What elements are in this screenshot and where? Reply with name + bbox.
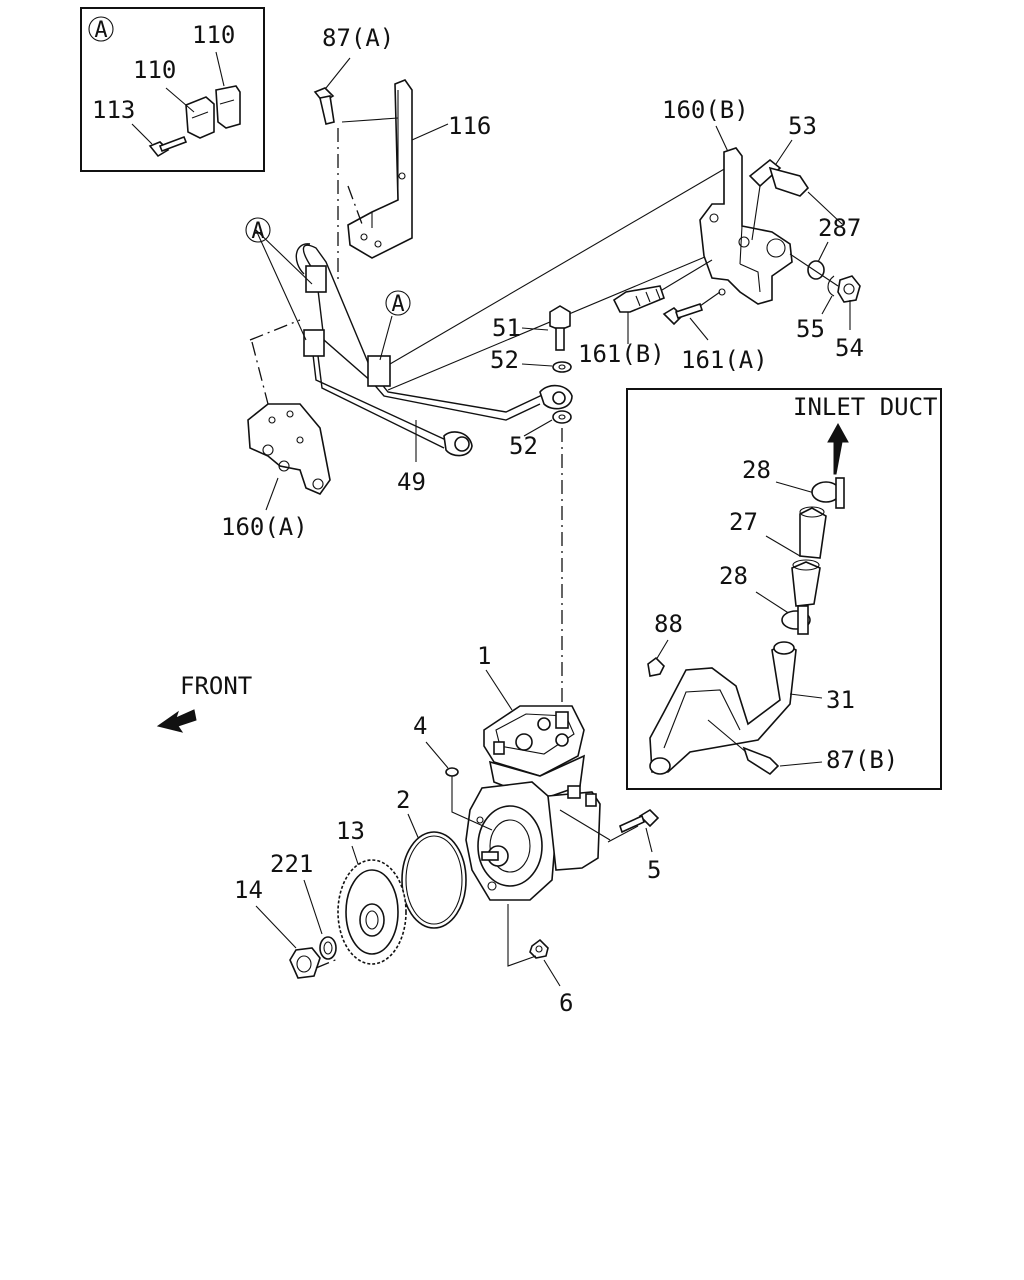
label-110-top: 110: [192, 21, 235, 49]
label-6: 6: [559, 989, 573, 1017]
label-14: 14: [234, 876, 263, 904]
air-compressor-1: 1: [465, 642, 601, 901]
label-221: 221: [270, 850, 313, 878]
label-13: 13: [336, 817, 365, 845]
label-87a: 87(A): [322, 24, 394, 52]
label-53: 53: [788, 112, 817, 140]
pipe-49: 49 A A: [245, 167, 727, 496]
label-160b: 160(B): [662, 96, 749, 124]
label-1: 1: [477, 642, 491, 670]
bracket-160a: 160(A): [221, 341, 331, 541]
label-4: 4: [413, 712, 427, 740]
arrow-up-icon: [827, 422, 849, 475]
label-55: 55: [796, 315, 825, 343]
label-28-top: 28: [742, 456, 771, 484]
label-51: 51: [492, 314, 521, 342]
clamp-110-illustration: [165, 51, 241, 139]
label-5: 5: [647, 856, 661, 884]
label-52-bottom: 52: [509, 432, 538, 460]
label-161a: 161(A): [681, 346, 768, 374]
detail-box-a: A 110 110 113: [80, 7, 265, 172]
label-160a: 160(A): [221, 513, 308, 541]
inlet-duct-box: INLET DUCT 28 27 28 88 31 87(B): [626, 388, 942, 790]
label-49: 49: [397, 468, 426, 496]
bolt-5-nut-6: 5 6: [507, 808, 661, 1017]
bracket-160b: 160(B) 53 287 55 54: [662, 96, 864, 362]
front-arrow-icon: [156, 709, 197, 733]
bolts-161: 161(B) 161(A): [578, 259, 768, 374]
label-54: 54: [835, 334, 864, 362]
label-113: 113: [92, 96, 135, 124]
label-2: 2: [396, 786, 410, 814]
label-110-left: 110: [133, 56, 176, 84]
label-161b: 161(B): [578, 340, 665, 368]
label-116: 116: [448, 112, 491, 140]
detail-box-callout: A: [94, 18, 107, 43]
label-27: 27: [729, 508, 758, 536]
label-31: 31: [826, 686, 855, 714]
label-87b: 87(B): [826, 746, 898, 774]
callout-a-mid: A: [391, 292, 404, 317]
bolt-113-illustration: [131, 123, 188, 158]
label-287: 287: [818, 214, 861, 242]
bolt-51-washers-52: 51 52 52: [490, 305, 572, 712]
inlet-duct-title: INLET DUCT: [793, 393, 938, 421]
label-28-mid: 28: [719, 562, 748, 590]
front-label: FRONT: [180, 672, 252, 700]
callout-a-left: A: [251, 219, 264, 244]
front-indicator: FRONT: [156, 672, 252, 733]
label-88: 88: [654, 610, 683, 638]
label-52-top: 52: [490, 346, 519, 374]
bracket-116: 87(A) 116: [313, 24, 491, 280]
parts-4-2-13: 4 2 13 221 14: [234, 712, 493, 979]
